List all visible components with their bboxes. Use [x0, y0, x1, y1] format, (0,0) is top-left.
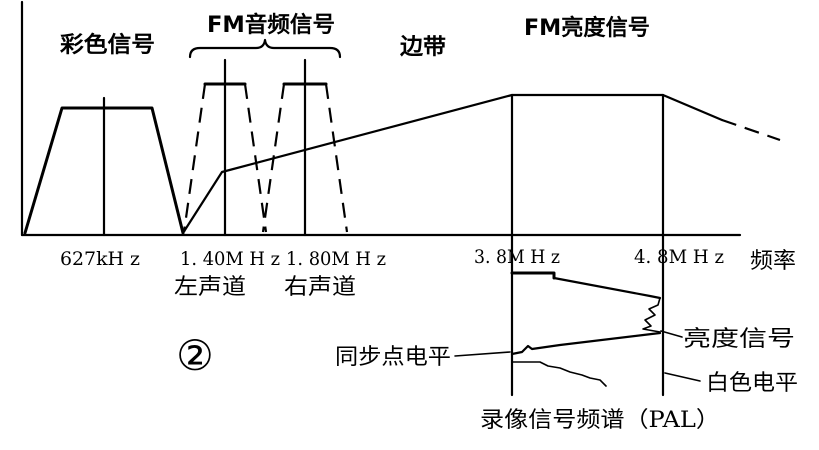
fm-audio-brace [188, 38, 342, 59]
figure-caption: 录像信号频谱（PAL） [480, 408, 720, 433]
luma-envelope-tail [721, 118, 781, 142]
left-channel-label: 左声道 [174, 275, 246, 300]
axes [20, 0, 742, 237]
white-level-label: 白色电平 [706, 371, 798, 396]
video-waveform [510, 271, 662, 387]
audio-right-band-upper-edge [324, 83, 349, 233]
luminance-signal-label: 亮度信号 [683, 327, 795, 352]
audio-left-band-lower-edge [182, 83, 207, 233]
waveform-luminance-ramp [552, 276, 662, 300]
audio-left-band-upper-edge [243, 83, 268, 233]
x-axis-label: 频率 [750, 249, 796, 274]
tick-label-3-8mhz: 3. 8M H z [474, 246, 560, 268]
tick-label-4-8mhz: 4. 8M H z [634, 246, 724, 268]
audio-right-band [261, 58, 349, 237]
waveform-sync-segment [510, 271, 556, 280]
fm-luma-band-label: FM亮度信号 [524, 15, 650, 41]
chroma-band [23, 96, 185, 237]
luminance-leader [660, 330, 683, 338]
figure-number: ② [176, 331, 214, 380]
waveform-peak-detail [642, 297, 661, 333]
tick-label-627khz: 627kH z [60, 248, 140, 270]
chroma-band-outline [23, 106, 185, 235]
waveform-return-line [510, 331, 662, 356]
tick-label-1-80mhz: 1. 80M H z [286, 248, 386, 270]
white-level-leader [664, 372, 701, 382]
audio-left-band [182, 58, 268, 237]
sync-level-label: 同步点电平 [335, 345, 451, 370]
chroma-band-label: 彩色信号 [59, 32, 155, 58]
sync-level-leader [454, 351, 511, 357]
tick-label-1-40mhz: 1. 40M H z [180, 248, 280, 270]
luma-band [181, 93, 781, 397]
sideband-label: 边带 [399, 35, 446, 60]
leader-lines [454, 330, 701, 382]
fm-audio-band-label: FM音频信号 [207, 12, 335, 38]
right-channel-label: 右声道 [284, 275, 356, 300]
waveform-lower-segment [511, 361, 607, 387]
